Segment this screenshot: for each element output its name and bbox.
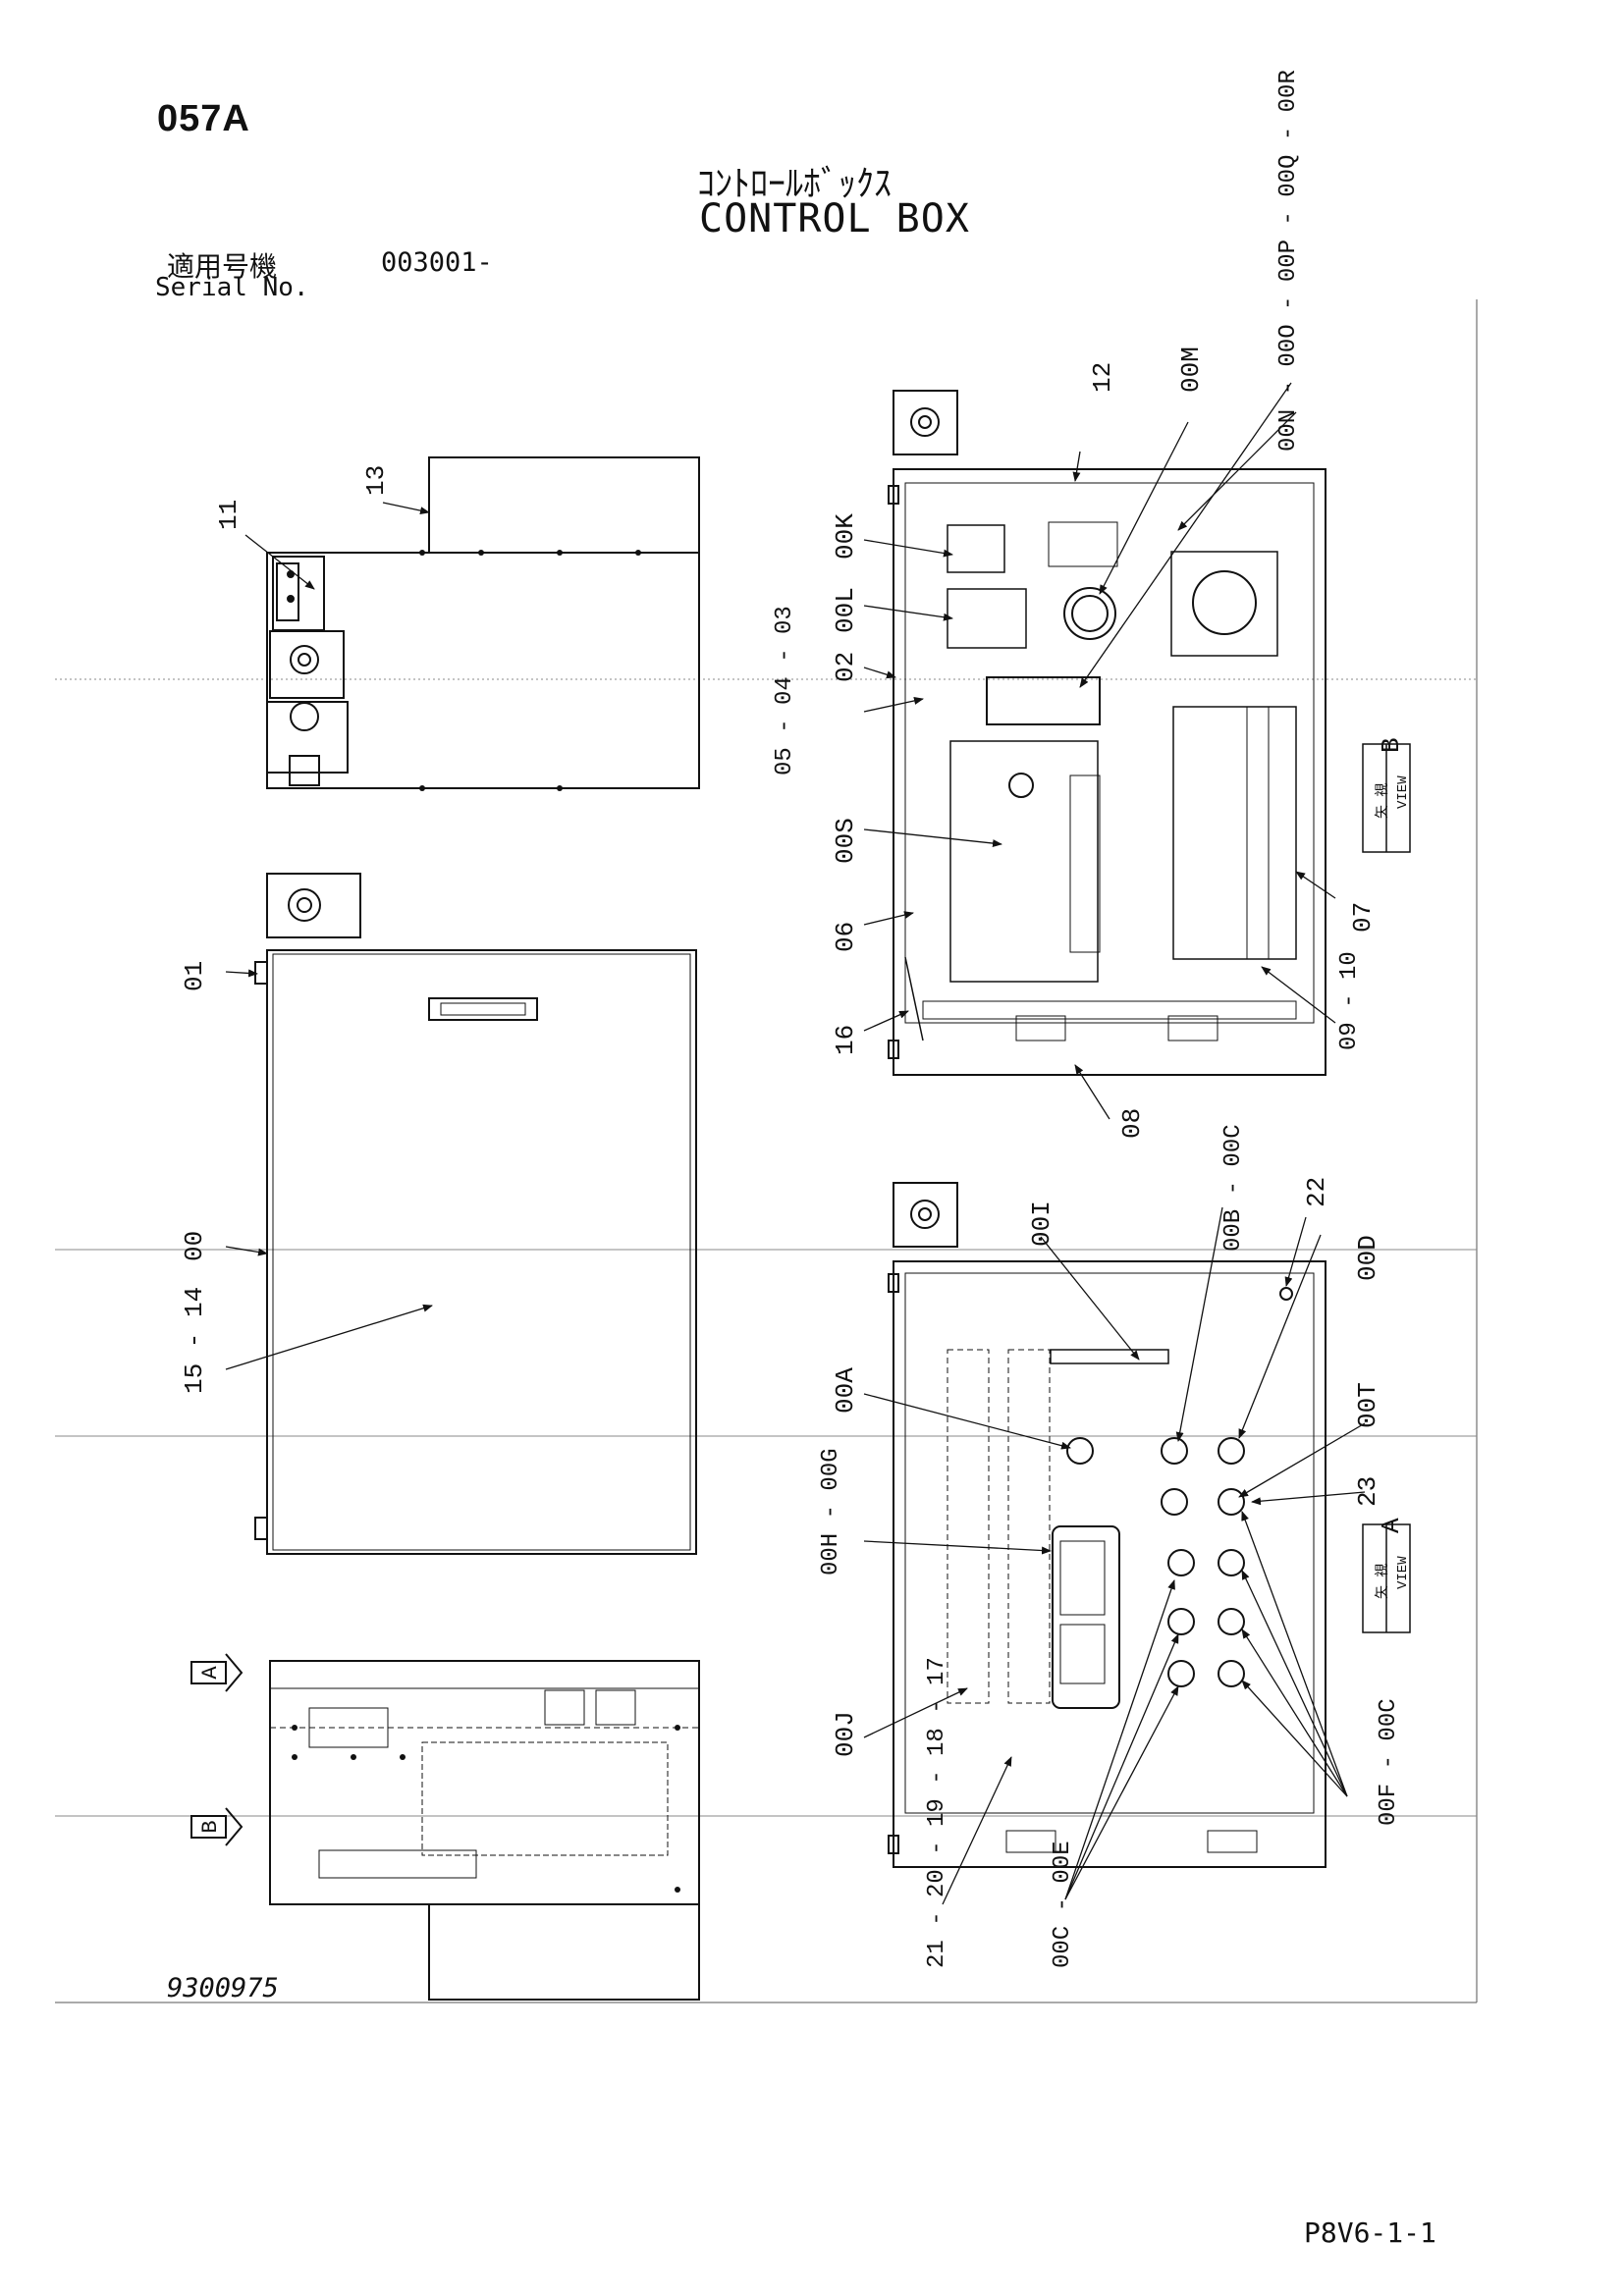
view-a-label: VIEW: [1395, 1556, 1411, 1589]
view-arrow-a-icon: [190, 1653, 244, 1692]
callout-00: 00: [180, 1231, 209, 1261]
front-view-cover: [254, 873, 697, 1555]
callout-07: 07: [1348, 902, 1378, 933]
callout-22: 22: [1302, 1177, 1331, 1207]
callout-09-10: 09 - 10: [1336, 951, 1363, 1050]
side-view-top: [266, 456, 700, 791]
callout-00A: 00A: [831, 1367, 860, 1414]
callout-00M: 00M: [1176, 347, 1206, 393]
leader-lines: [225, 382, 1366, 1905]
view-a-letter: A: [1377, 1518, 1406, 1533]
callout-00J: 00J: [831, 1711, 860, 1757]
callout-00B-00C: 00B - 00C: [1220, 1124, 1247, 1252]
drawing-number: 9300975: [167, 1973, 279, 2003]
callout-05-03: 05 - 04 - 03: [772, 606, 798, 775]
page-code: 057A: [157, 98, 250, 139]
callout-11: 11: [214, 500, 244, 530]
callout-00L: 00L: [831, 587, 860, 633]
title-japanese: ｺﾝﾄﾛｰﾙﾎﾞｯｸｽ: [697, 163, 892, 203]
serial-label-japanese: 適用号機: [167, 251, 278, 282]
title-english: CONTROL BOX: [699, 196, 970, 241]
callout-labels: 13 11 01 00 15 - 14 12 00M 00N - 00O - 0…: [180, 70, 1402, 1968]
view-arrow-b-icon: [190, 1807, 244, 1846]
view-b-interior: [888, 390, 1326, 1076]
callout-15-14: 15 - 14: [180, 1287, 209, 1394]
callout-00K: 00K: [831, 513, 860, 560]
callout-01: 01: [180, 961, 209, 991]
sheet-number: P8V6-1-1: [1304, 2216, 1436, 2249]
callout-00I: 00I: [1027, 1201, 1056, 1247]
callout-00F-00C: 00F - 00C: [1376, 1698, 1402, 1826]
view-a-tag: [1362, 1523, 1411, 1633]
callout-02: 02: [831, 652, 860, 682]
callout-00H-00G: 00H - 00G: [818, 1448, 844, 1575]
callout-00N-00R: 00N - 00O - 00P - 00Q - 00R: [1275, 70, 1302, 452]
drawing-frame: [55, 299, 1478, 2003]
view-b-label: VIEW: [1395, 775, 1411, 809]
serial-number-value: 003001-: [381, 247, 493, 278]
view-b-letter: B: [1377, 737, 1406, 753]
callout-00D: 00D: [1353, 1235, 1382, 1281]
callout-13: 13: [361, 465, 391, 496]
callout-23: 23: [1353, 1476, 1382, 1507]
callout-21-17: 21 - 20 - 19 - 18 - 17: [924, 1657, 950, 1968]
callout-16: 16: [831, 1025, 860, 1055]
view-arrow-a-letter: A: [198, 1666, 223, 1680]
view-b-jp: 矢 視: [1375, 783, 1391, 819]
callout-00T: 00T: [1353, 1382, 1382, 1428]
callout-00S: 00S: [831, 818, 860, 864]
callout-06: 06: [831, 922, 860, 952]
view-arrow-b-letter: B: [198, 1820, 223, 1833]
view-b-tag: [1362, 743, 1411, 853]
callout-12: 12: [1088, 362, 1117, 393]
view-a-panel: [888, 1182, 1326, 1868]
serial-label-english: Serial No.: [155, 273, 309, 302]
callout-00C-00E: 00C - 00E: [1050, 1841, 1076, 1968]
callout-08: 08: [1117, 1108, 1147, 1139]
top-view: [269, 1660, 700, 2001]
view-a-jp: 矢 視: [1375, 1564, 1391, 1599]
